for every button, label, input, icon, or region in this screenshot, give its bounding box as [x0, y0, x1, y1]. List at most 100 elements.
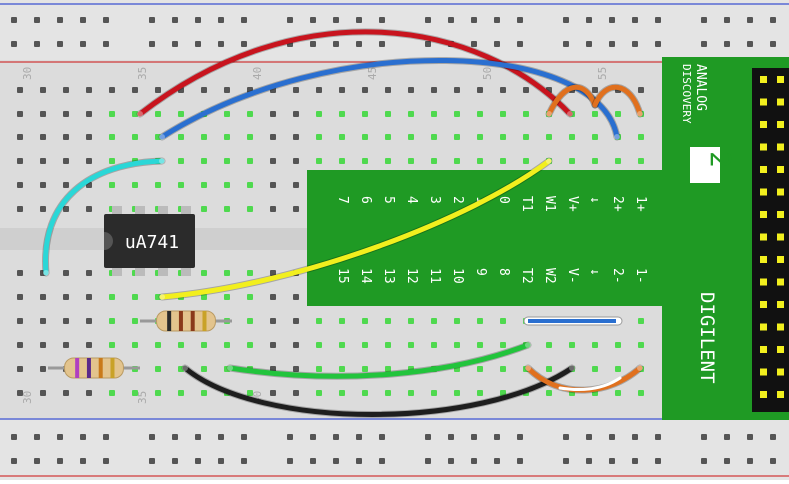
hole — [362, 318, 368, 324]
pin-label: 10 — [450, 268, 465, 284]
wire-end — [159, 134, 165, 140]
rail-hole — [494, 434, 500, 440]
hole — [546, 366, 552, 372]
rail-hole — [11, 458, 17, 464]
hole — [638, 342, 644, 348]
hole — [592, 158, 598, 164]
hole — [201, 390, 207, 396]
hole — [362, 390, 368, 396]
hole — [293, 390, 299, 396]
hole — [40, 158, 46, 164]
connector-pin — [760, 301, 767, 308]
rail-hole — [379, 41, 385, 47]
hole — [293, 182, 299, 188]
connector-pin — [777, 391, 784, 398]
hole — [385, 158, 391, 164]
hole — [201, 206, 207, 212]
wires — [42, 28, 644, 418]
hole — [500, 366, 506, 372]
hole — [17, 318, 23, 324]
pin-label: 2 — [450, 196, 465, 204]
hole — [339, 390, 345, 396]
hole — [178, 390, 184, 396]
hole — [546, 342, 552, 348]
hole — [132, 294, 138, 300]
hole — [40, 318, 46, 324]
hole — [293, 294, 299, 300]
hole — [17, 366, 23, 372]
chip-pin — [181, 206, 191, 216]
hole — [316, 342, 322, 348]
rail-hole — [517, 458, 523, 464]
hole — [178, 342, 184, 348]
hole — [224, 158, 230, 164]
connector-pin — [760, 211, 767, 218]
connector-pin — [777, 323, 784, 331]
connector-pin — [777, 211, 784, 218]
rail-hole — [609, 41, 615, 47]
hole — [132, 87, 138, 93]
hole — [247, 390, 253, 396]
rail-hole — [425, 17, 431, 23]
hole — [155, 134, 161, 140]
rail-hole — [103, 458, 109, 464]
rail-hole — [632, 458, 638, 464]
hole — [385, 342, 391, 348]
resistor-band — [178, 311, 183, 331]
hole — [431, 158, 437, 164]
hole — [178, 182, 184, 188]
hole — [569, 134, 575, 140]
hole — [362, 111, 368, 117]
connector-pin — [760, 98, 767, 106]
rail-hole — [655, 41, 661, 47]
rail-hole — [724, 434, 730, 440]
rail-hole — [632, 41, 638, 47]
connector-pin — [777, 143, 784, 151]
hole — [247, 294, 253, 300]
hole — [477, 318, 483, 324]
hole — [132, 182, 138, 188]
hole — [109, 134, 115, 140]
pin-label: 2+ — [610, 196, 625, 212]
rail-hole — [701, 41, 707, 47]
hole — [385, 390, 391, 396]
hole — [63, 342, 69, 348]
hole — [86, 206, 92, 212]
hole — [155, 111, 161, 117]
rail-hole — [172, 17, 178, 23]
pin-label: V+ — [565, 196, 580, 212]
hole — [500, 111, 506, 117]
hole — [86, 87, 92, 93]
hole — [247, 134, 253, 140]
hole — [339, 342, 345, 348]
rail-hole — [218, 41, 224, 47]
hole — [155, 182, 161, 188]
rail-hole — [448, 17, 454, 23]
rail-hole — [57, 434, 63, 440]
hole — [385, 134, 391, 140]
rail-hole — [80, 41, 86, 47]
rail-hole — [770, 17, 776, 23]
hole — [63, 158, 69, 164]
hole — [615, 158, 621, 164]
hole — [178, 111, 184, 117]
wire-end — [43, 270, 49, 276]
hole — [201, 87, 207, 93]
rail-hole — [80, 17, 86, 23]
product-line2: DISCOVERY — [680, 64, 693, 124]
hole — [408, 158, 414, 164]
pin-label: T2 — [519, 268, 534, 284]
pin-label: 13 — [381, 268, 396, 284]
hole — [362, 87, 368, 93]
hole — [293, 366, 299, 372]
product-number-box — [690, 147, 720, 183]
rail-hole — [333, 17, 339, 23]
hole — [546, 390, 552, 396]
pin-label: V- — [565, 268, 580, 284]
rail-hole — [448, 434, 454, 440]
rail-hole — [724, 41, 730, 47]
hole — [155, 87, 161, 93]
rail-hole — [747, 17, 753, 23]
hole — [201, 342, 207, 348]
hole — [431, 134, 437, 140]
